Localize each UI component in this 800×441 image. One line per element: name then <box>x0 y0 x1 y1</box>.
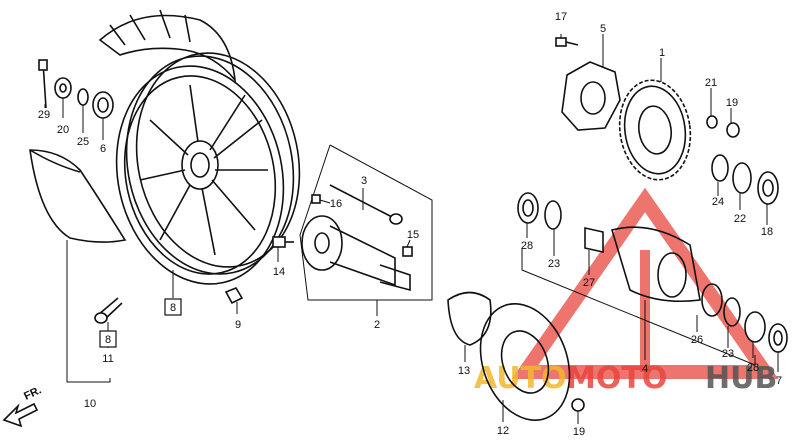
front-direction-arrow: FR. <box>2 384 43 428</box>
boxed-label-8-wheel: 8 <box>170 302 176 314</box>
left-hardware <box>38 59 294 324</box>
label-part-24: 24 <box>712 196 724 208</box>
label-part-3: 3 <box>361 175 367 187</box>
label-part-10: 10 <box>84 398 96 410</box>
label-part-19-bottom: 19 <box>573 426 585 438</box>
boxed-label-8-valve: 8 <box>105 334 111 346</box>
label-part-22: 22 <box>734 213 746 225</box>
label-part-5: 5 <box>600 23 606 35</box>
hub-assembly <box>447 192 788 421</box>
label-part-23-left: 23 <box>548 258 560 270</box>
label-part-28-left: 28 <box>521 240 533 252</box>
label-part-6: 6 <box>100 143 106 155</box>
watermark-hub: HUB <box>705 361 777 396</box>
rear-fender <box>29 149 127 243</box>
label-part-16: 16 <box>330 198 342 210</box>
sprocket-assembly <box>555 37 779 205</box>
label-part-23-right: 23 <box>722 348 734 360</box>
label-part-21: 21 <box>705 77 717 89</box>
axle-assembly <box>299 144 433 301</box>
label-part-9: 9 <box>235 319 241 331</box>
label-part-12: 12 <box>497 425 509 437</box>
label-part-19-top: 19 <box>726 97 738 109</box>
watermark-logo: AUTO MOTO HUB <box>474 187 779 396</box>
front-direction-label: FR. <box>22 384 43 402</box>
leader-lines <box>44 34 779 424</box>
label-part-15: 15 <box>407 229 419 241</box>
watermark-moto: MOTO <box>566 361 667 396</box>
label-part-20: 20 <box>57 124 69 136</box>
label-part-18: 18 <box>761 226 773 238</box>
label-part-27: 27 <box>583 277 595 289</box>
label-part-26: 26 <box>691 334 703 346</box>
label-part-1: 1 <box>659 47 665 59</box>
label-part-2: 2 <box>374 319 380 331</box>
rear-wheel <box>98 9 301 285</box>
label-part-11: 11 <box>102 353 113 365</box>
label-part-28-right: 28 <box>747 362 759 374</box>
boxed-labels: 8 8 <box>99 298 182 348</box>
label-part-14: 14 <box>273 266 285 278</box>
label-part-17: 17 <box>555 11 567 23</box>
label-part-4: 4 <box>642 363 648 375</box>
label-part-7: 7 <box>776 375 782 387</box>
part-labels: 1 2 3 4 5 6 7 9 10 11 12 13 14 15 16 17 … <box>38 11 782 438</box>
label-part-13: 13 <box>458 365 470 377</box>
label-part-29: 29 <box>38 109 50 121</box>
label-part-25: 25 <box>77 136 89 148</box>
